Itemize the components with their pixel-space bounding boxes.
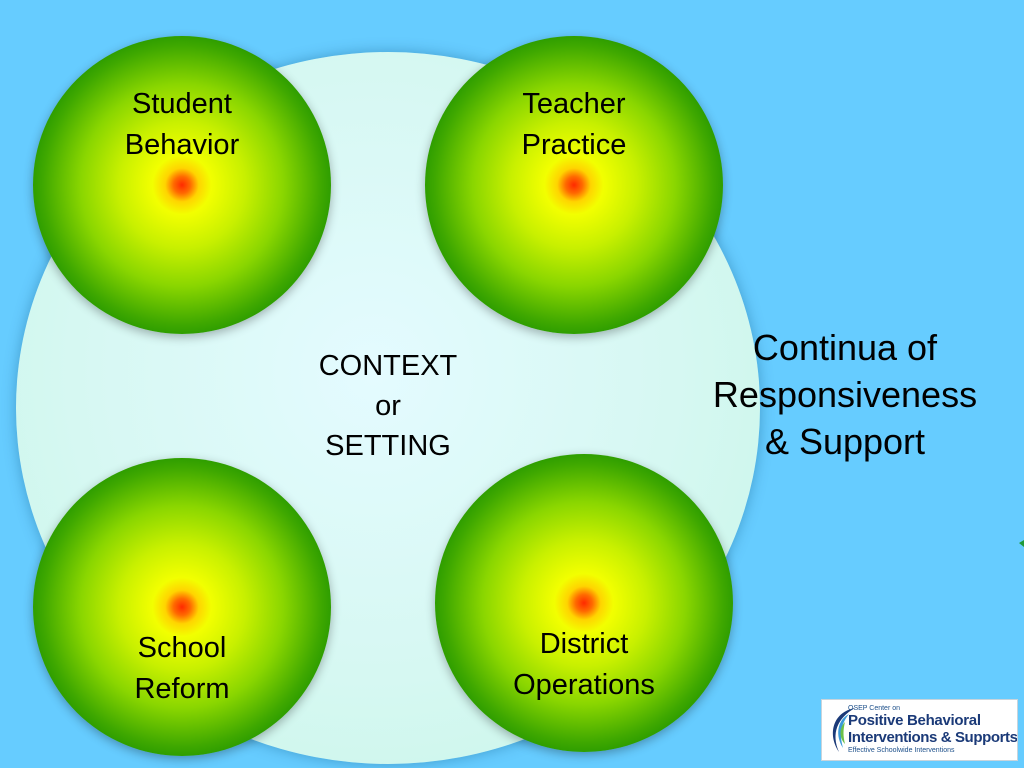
node-label: District Operations <box>435 624 733 706</box>
node-label: Teacher Practice <box>425 84 723 166</box>
node-label-line-1: District <box>539 628 629 660</box>
context-label-line-1: CONTEXT <box>318 350 458 382</box>
node-label-line-2: Operations <box>513 669 655 701</box>
node-label-line-2: Reform <box>134 673 230 705</box>
continua-label-line-1: Continua of <box>752 327 938 368</box>
node-school-reform: School Reform <box>33 458 331 756</box>
logo-main-line-1: Positive Behavioral <box>848 712 981 729</box>
node-label-line-1: School <box>137 632 227 664</box>
continua-label: Continua of Responsiveness & Support <box>690 324 1000 465</box>
logo-main-line-2: Interventions & Supports <box>848 729 1018 746</box>
arrow-fragment-icon <box>1019 540 1024 547</box>
logo-tagline: Effective Schoolwide Interventions <box>848 747 955 754</box>
node-label: School Reform <box>33 628 331 710</box>
context-label-line-2: or <box>375 390 401 422</box>
node-label-line-2: Behavior <box>124 129 240 161</box>
continua-label-line-3: & Support <box>764 421 926 462</box>
node-district-operations: District Operations <box>435 454 733 752</box>
logo-swoosh-icon <box>832 708 855 752</box>
node-label-line-1: Student <box>132 88 232 120</box>
context-label: CONTEXT or SETTING <box>288 346 488 466</box>
continua-label-line-2: Responsiveness <box>712 374 978 415</box>
node-label: Student Behavior <box>33 84 331 166</box>
node-label-line-1: Teacher <box>522 88 626 120</box>
node-teacher-practice: Teacher Practice <box>425 36 723 334</box>
context-label-line-3: SETTING <box>325 430 451 462</box>
node-label-line-2: Practice <box>521 129 627 161</box>
node-student-behavior: Student Behavior <box>33 36 331 334</box>
pbis-logo: OSEP Center on Positive Behavioral Inter… <box>821 699 1018 761</box>
logo-small-text: OSEP Center on <box>848 705 901 712</box>
